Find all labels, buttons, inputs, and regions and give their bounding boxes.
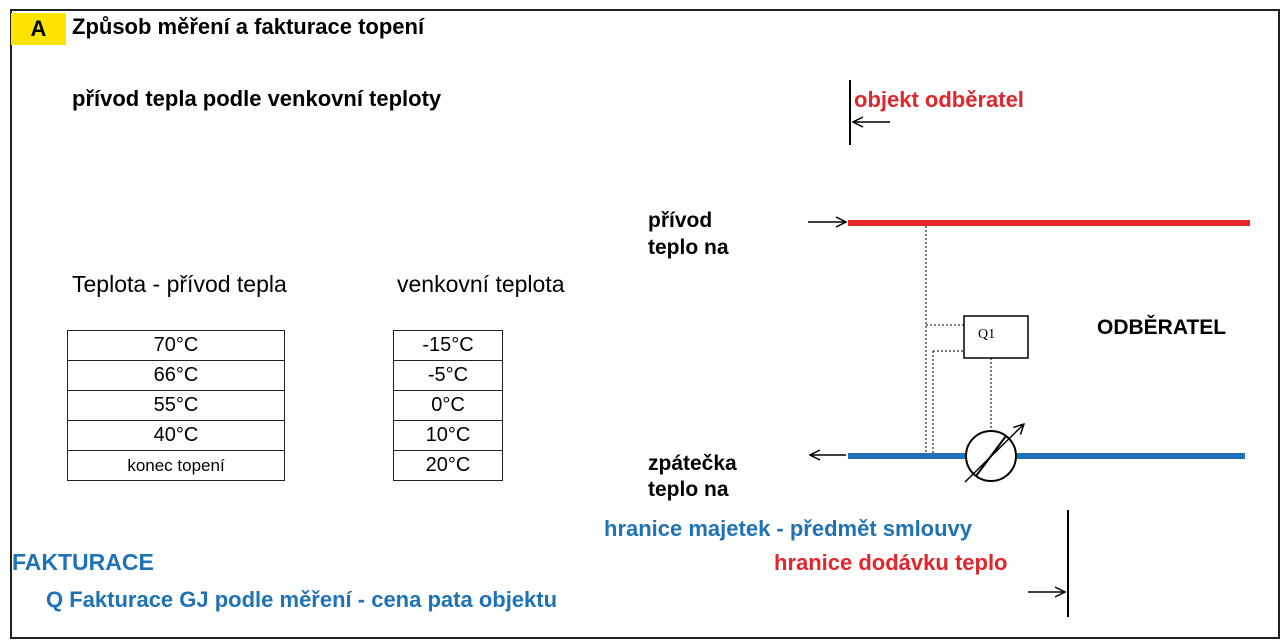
outdoor-temp-cell: 0°C xyxy=(393,390,503,421)
table-row: -5°C xyxy=(393,360,503,391)
table-row: 66°C xyxy=(67,360,285,391)
supply-temp-cell: konec topení xyxy=(67,450,285,481)
outdoor-temp-table: -15°C -5°C 0°C 10°C 20°C xyxy=(393,330,503,481)
section-badge: A xyxy=(11,13,66,45)
supply-temp-cell: 40°C xyxy=(67,420,285,451)
diagram-frame xyxy=(10,9,1280,639)
billing-heading: FAKTURACE xyxy=(12,549,154,575)
supply-temp-cell: 70°C xyxy=(67,330,285,361)
supply-label-line1: přívod xyxy=(648,209,713,232)
outdoor-temp-cell: 20°C xyxy=(393,450,503,481)
subtitle: přívod tepla podle venkovní teploty xyxy=(72,86,442,111)
table-row: 40°C xyxy=(67,420,285,451)
meter-label: Q1 xyxy=(978,327,995,342)
outdoor-temp-cell: -15°C xyxy=(393,330,503,361)
supply-temp-header: Teplota - přívod tepla xyxy=(72,271,287,297)
table-row: -15°C xyxy=(393,330,503,361)
table-row: konec topení xyxy=(67,450,285,481)
supply-temp-table: 70°C 66°C 55°C 40°C konec topení xyxy=(67,330,285,481)
flow-meter-adjust-arrow xyxy=(964,424,1024,483)
outdoor-temp-cell: 10°C xyxy=(393,420,503,451)
table-row: 0°C xyxy=(393,390,503,421)
object-consumer-label: objekt odběratel xyxy=(854,87,1024,112)
page-title: Způsob měření a fakturace topení xyxy=(72,14,425,39)
outdoor-temp-cell: -5°C xyxy=(393,360,503,391)
billing-line: Q Fakturace GJ podle měření - cena pata … xyxy=(46,587,558,612)
delivery-boundary-label: hranice dodávku teplo xyxy=(774,550,1008,575)
table-row: 10°C xyxy=(393,420,503,451)
table-row: 55°C xyxy=(67,390,285,421)
supply-label-line2: teplo na xyxy=(648,236,729,259)
outdoor-temp-header: venkovní teplota xyxy=(397,271,565,297)
table-row: 70°C xyxy=(67,330,285,361)
return-label-line2: teplo na xyxy=(648,478,729,501)
supply-temp-cell: 66°C xyxy=(67,360,285,391)
consumer-label: ODBĚRATEL xyxy=(1097,316,1227,339)
heat-meter-calculator xyxy=(963,315,1029,359)
return-label-line1: zpátečka xyxy=(648,452,737,475)
property-boundary-label: hranice majetek - předmět smlouvy xyxy=(604,516,973,541)
supply-temp-cell: 55°C xyxy=(67,390,285,421)
table-row: 20°C xyxy=(393,450,503,481)
